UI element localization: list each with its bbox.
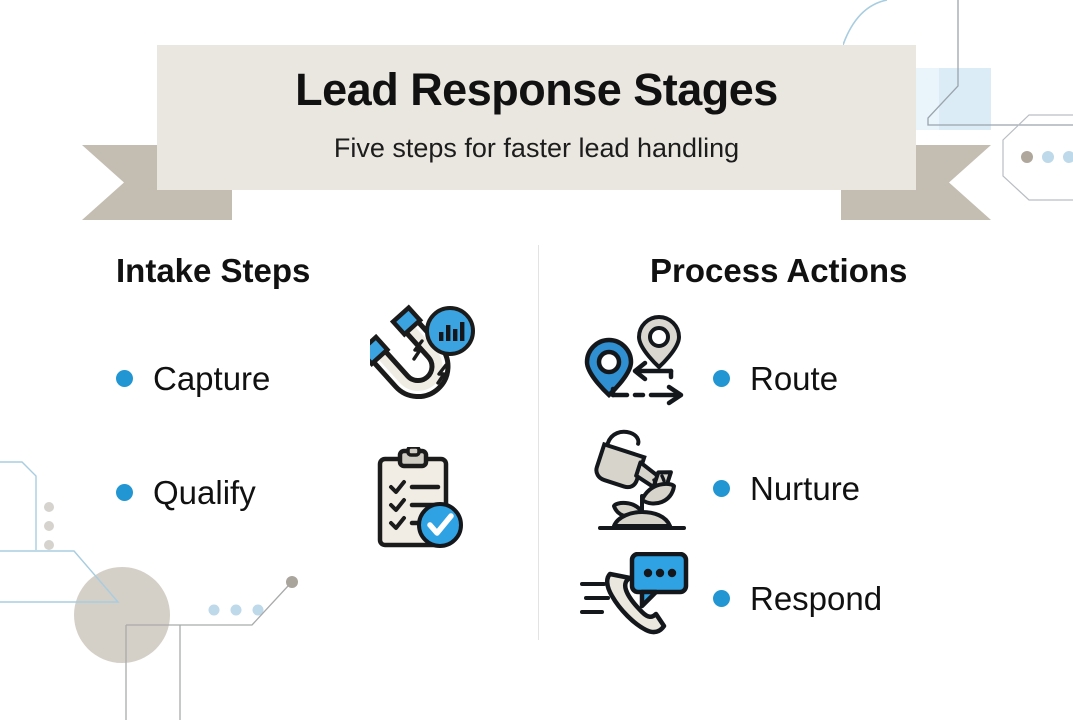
watering-can-seedling-icon	[594, 429, 686, 530]
list-item-route[interactable]: Route	[713, 333, 838, 423]
clipboard-checklist-icon	[377, 447, 463, 548]
list-item-respond[interactable]: Respond	[713, 553, 882, 643]
bullet-icon	[116, 369, 133, 387]
bullet-icon	[713, 589, 730, 607]
bullet-icon	[713, 369, 730, 387]
page-title: Lead Response Stages	[295, 64, 778, 115]
column-divider	[538, 245, 539, 640]
list-item-label: Route	[750, 359, 839, 397]
phone-chat-bubble-icon	[580, 552, 689, 635]
bullet-icon	[713, 479, 730, 497]
list-item-label: Nurture	[750, 469, 861, 507]
magnet-chart-icon	[370, 304, 475, 399]
list-item-nurture[interactable]: Nurture	[713, 443, 860, 533]
map-pins-route-icon	[584, 314, 684, 406]
page-subtitle: Five steps for faster lead handling	[333, 133, 740, 163]
bullet-icon	[116, 483, 133, 501]
list-item-capture[interactable]: Capture	[116, 333, 270, 423]
banner-ribbon: Lead Response Stages Five steps for fast…	[0, 40, 1073, 220]
column-heading-intake-steps: Intake Steps	[116, 252, 311, 289]
list-item-qualify[interactable]: Qualify	[116, 447, 256, 537]
column-heading-process-actions: Process Actions	[650, 252, 908, 289]
list-item-label: Respond	[750, 579, 883, 617]
list-item-label: Qualify	[153, 473, 256, 511]
list-item-label: Capture	[153, 359, 271, 397]
banner-panel: Lead Response Stages Five steps for fast…	[157, 45, 916, 190]
